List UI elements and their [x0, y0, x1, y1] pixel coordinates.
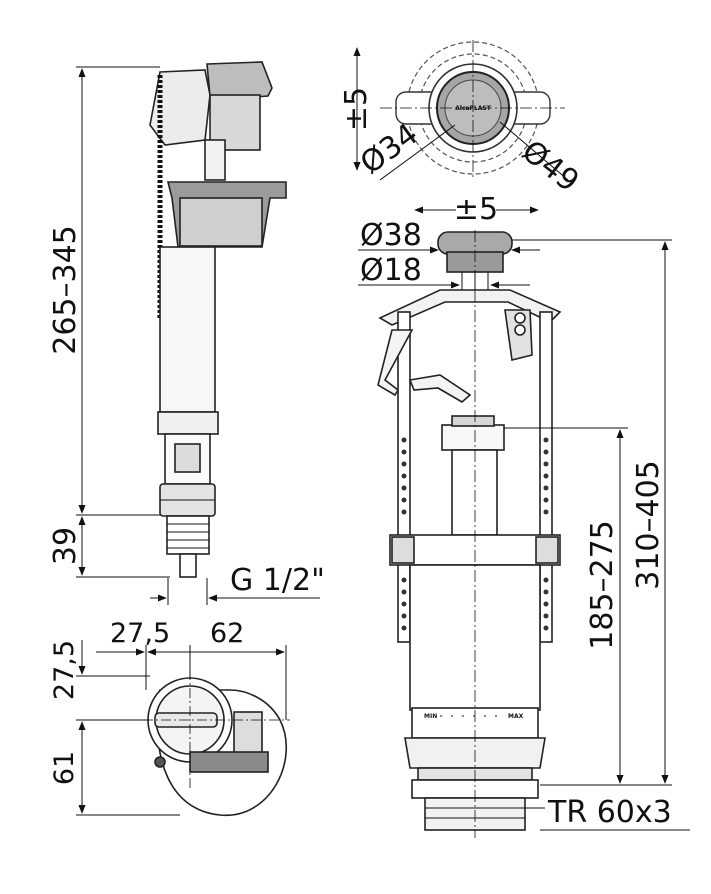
rail-hole: [543, 497, 549, 503]
button-play-horizontal-label: ±5: [454, 192, 498, 227]
rail-hole: [543, 577, 549, 583]
rail-hole: [543, 625, 549, 631]
inner-diameter-leader: [379, 124, 456, 181]
flush-valve-thread-label: TR 60x3: [547, 795, 672, 830]
rail-hole: [401, 625, 407, 631]
fill-valve-float-arm: [206, 61, 273, 99]
rail-hole: [401, 437, 407, 443]
overflow-cap: [441, 424, 505, 451]
rod-diameter-label: Ø18: [360, 253, 422, 288]
lever-pivot: [514, 324, 526, 336]
fill-valve-height-label: 265–345: [48, 225, 83, 355]
flush-button-top-view: ±5 AlcaPLAST Ø34 Ø49: [339, 41, 585, 199]
rail-hole: [543, 509, 549, 515]
rail-holes-left: [401, 437, 407, 631]
fill-valve-top-pin: [154, 756, 166, 768]
scale-min-label: MIN: [424, 713, 437, 720]
fill-valve-top-view: 27,5 62 27,5 61: [49, 618, 290, 816]
rail-hole: [401, 613, 407, 619]
offset-x-label: 27,5: [110, 618, 170, 649]
rail-hole: [401, 461, 407, 467]
rail-hole: [401, 577, 407, 583]
rail-hole: [543, 589, 549, 595]
fill-valve-collar: [157, 411, 219, 435]
rail-hole: [401, 449, 407, 455]
rail-hole: [543, 601, 549, 607]
rail-hole: [401, 485, 407, 491]
rail-hole: [401, 473, 407, 479]
float-clip-left: [391, 536, 415, 564]
lever-link: [408, 374, 472, 403]
fill-valve-float-body: [179, 197, 263, 247]
overflow-height-label: 185–275: [585, 520, 620, 650]
fill-valve-thread-label: G 1/2": [230, 563, 325, 598]
rail-hole: [543, 485, 549, 491]
rail-hole: [543, 473, 549, 479]
scale-max-label: MAX: [508, 713, 524, 720]
fill-valve-bottom-label: 39: [48, 527, 83, 565]
rail-holes-right: [543, 437, 549, 631]
outer-diameter-leader: [499, 121, 569, 181]
overflow-top: [451, 415, 495, 427]
rail-hole: [401, 497, 407, 503]
button-play-vertical-label: ±5: [339, 87, 374, 131]
rail-hole: [401, 589, 407, 595]
fill-valve-inlet: [179, 553, 197, 578]
width-label: 62: [210, 618, 244, 649]
lever-pivot: [514, 312, 526, 324]
fill-valve-top-arm: [189, 751, 269, 773]
fill-valve-tube: [159, 246, 216, 413]
rail-hole: [401, 601, 407, 607]
rail-hole: [543, 461, 549, 467]
overflow-pipe: [451, 449, 498, 536]
brand-logo-text: AlcaPLAST: [455, 105, 491, 112]
rail-hole: [543, 449, 549, 455]
fill-valve-side-view: 265–345 39 G 1/2": [48, 61, 325, 605]
rail-hole: [543, 613, 549, 619]
fill-valve-inner-part: [174, 443, 201, 473]
total-height-label: 310–405: [631, 460, 666, 590]
fill-valve-neck: [204, 139, 226, 181]
rail-hole: [543, 437, 549, 443]
lever-left: [377, 329, 414, 397]
label-background: [456, 194, 496, 222]
depth-label: 61: [49, 751, 80, 785]
flush-valve-side-view: ±5 Ø38 Ø18: [358, 40, 690, 838]
float-clip-right: [535, 536, 559, 564]
fill-valve-top-housing: [233, 711, 263, 758]
rail-hole: [401, 509, 407, 515]
offset-y-label: 27,5: [49, 640, 80, 700]
button-diameter-label: Ø38: [360, 218, 422, 253]
